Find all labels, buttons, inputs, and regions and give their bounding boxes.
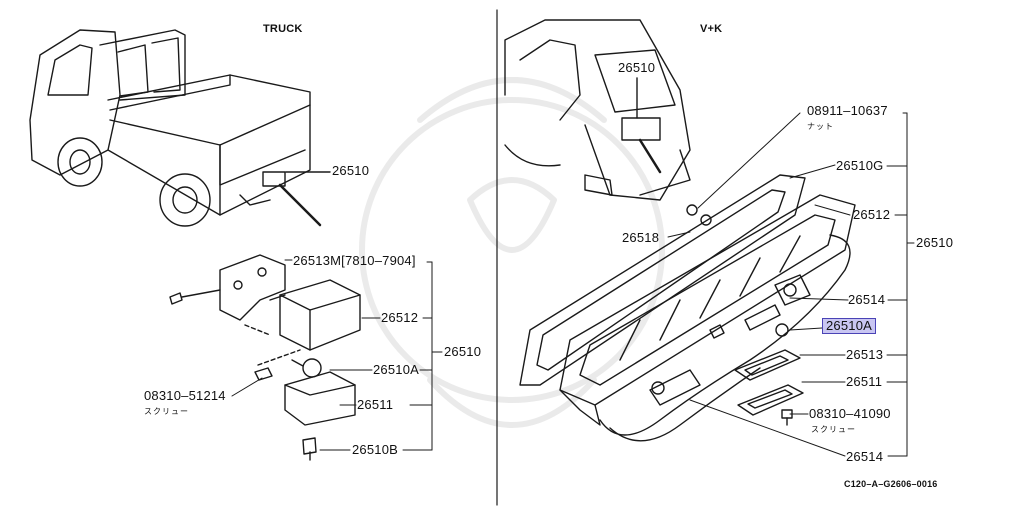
vk-title: V+K: [700, 23, 723, 35]
part-label-26513m[interactable]: 26513M[7810–7904]: [293, 253, 416, 268]
van-leader-lines: [667, 112, 915, 457]
part-label-26510a-highlighted[interactable]: 26510A: [822, 318, 877, 334]
part-label-26510-vehicle[interactable]: 26510: [618, 60, 656, 75]
part-label-26518[interactable]: 26518: [622, 230, 660, 245]
part-label-26513[interactable]: 26513: [846, 347, 884, 362]
part-group-label-26510[interactable]: 26510: [916, 235, 954, 250]
part-label-26514-top[interactable]: 26514: [848, 292, 886, 307]
part-label-26514-bottom[interactable]: 26514: [846, 449, 884, 464]
part-label-26511[interactable]: 26511: [846, 374, 883, 389]
nut-caption: ナット: [807, 122, 834, 131]
part-label-26510a[interactable]: 26510A: [373, 362, 420, 377]
van-illustration: [504, 19, 691, 201]
van-lamp-exploded: [519, 174, 856, 442]
truck-leader-lines: [231, 259, 443, 451]
part-label-26512[interactable]: 26512: [853, 207, 891, 222]
part-label-08310-41090[interactable]: 08310–41090: [809, 406, 891, 421]
part-label-26510g[interactable]: 26510G: [836, 158, 884, 173]
truck-lamp-exploded: [169, 254, 361, 461]
diagram-code: C120–A–G2606–0016: [844, 479, 938, 489]
part-label-08911-10637[interactable]: 08911–10637: [807, 103, 888, 118]
part-label-26510[interactable]: 26510: [332, 163, 370, 178]
part-label-26512[interactable]: 26512: [381, 310, 419, 325]
truck-title: TRUCK: [263, 23, 303, 35]
truck-illustration: [29, 29, 331, 227]
screw-caption: スクリュー: [144, 407, 189, 416]
part-group-label-26510[interactable]: 26510: [444, 344, 482, 359]
part-label-26511[interactable]: 26511: [357, 397, 394, 412]
part-label-08310-51214[interactable]: 08310–51214: [144, 388, 226, 403]
watermark-emblem: [359, 77, 665, 428]
screw-caption-right: スクリュー: [811, 425, 856, 434]
part-label-26510b[interactable]: 26510B: [352, 442, 399, 457]
